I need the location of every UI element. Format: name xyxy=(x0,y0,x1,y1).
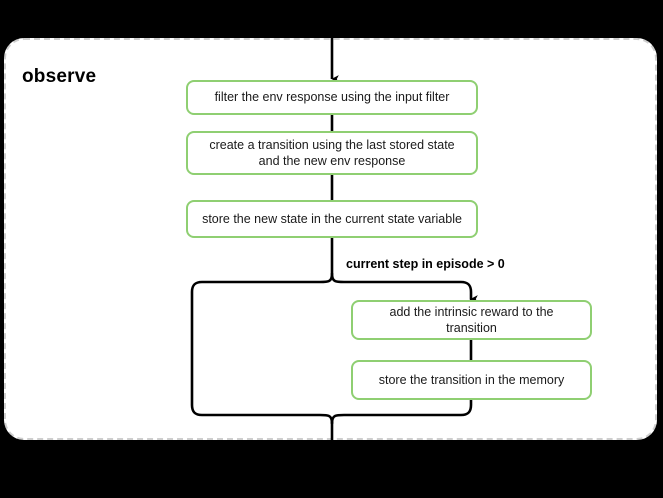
node-label: add the intrinsic reward to the transiti… xyxy=(389,304,554,336)
node-label: filter the env response using the input … xyxy=(214,90,450,105)
node-label: store the transition in the memory xyxy=(378,372,565,387)
node-create-transition[interactable]: create a transition using the last store… xyxy=(186,131,478,175)
page-title: observe xyxy=(22,66,97,87)
node-label: store the new state in the current state… xyxy=(202,211,462,226)
node-store-new-state[interactable]: store the new state in the current state… xyxy=(186,200,478,238)
node-filter-env-response[interactable]: filter the env response using the input … xyxy=(186,80,478,115)
node-store-transition-memory[interactable]: store the transition in the memory xyxy=(351,360,592,400)
node-label: create a transition using the last store… xyxy=(209,137,455,169)
edge-label-current-step-condition: current step in episode > 0 xyxy=(346,257,505,271)
node-add-intrinsic-reward[interactable]: add the intrinsic reward to the transiti… xyxy=(351,300,592,340)
